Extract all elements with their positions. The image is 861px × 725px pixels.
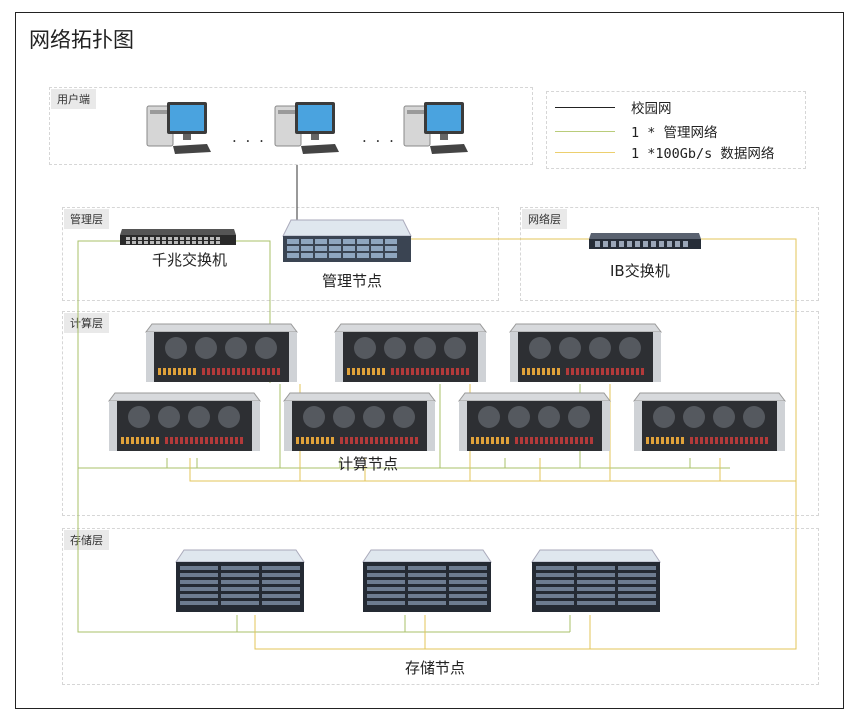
ellipsis-2: · · · [362,132,396,150]
storage-array-icon [531,549,661,612]
legend-line-campus [555,106,615,108]
label-mgmt-node: 管理节点 [322,272,383,290]
storage-array-icon [175,549,305,612]
legend-label-campus: 校园网 [631,101,672,117]
zone-network [520,207,819,301]
legend-item-data: 1 *100Gb/s 数据网络 [555,142,774,162]
gpu-server-icon [458,392,611,451]
zone-mgmt [62,207,499,301]
diagram-title: 网络拓扑图 [29,28,134,52]
rack-server-icon [282,219,412,262]
gpu-server-icon [108,392,261,451]
label-gigabit-switch: 千兆交换机 [152,251,228,269]
zone-label-network: 网络层 [522,209,567,229]
ib-switch-icon [589,233,701,249]
ethernet-switch-icon [120,229,236,245]
ellipsis-1: · · · [232,132,266,150]
zone-label-mgmt: 管理层 [64,209,109,229]
legend-label-management: 1 * 管理网络 [631,125,718,141]
storage-array-icon [362,549,492,612]
gpu-server-icon [509,323,662,382]
legend-line-management [555,130,615,132]
legend-item-management: 1 * 管理网络 [555,121,718,141]
label-ib-switch: IB交换机 [610,262,670,280]
gpu-server-icon [283,392,436,451]
desktop-pc-icon [146,102,211,154]
gpu-server-icon [633,392,786,451]
legend-line-data [555,151,615,153]
zone-storage [62,528,819,685]
zone-user [49,87,533,165]
legend: 校园网 1 * 管理网络 1 *100Gb/s 数据网络 [546,91,806,169]
desktop-pc-icon [403,102,468,154]
zone-compute [62,311,819,516]
gpu-server-icon [145,323,298,382]
label-compute-nodes: 计算节点 [338,455,399,473]
diagram-frame [15,12,844,709]
desktop-pc-icon [274,102,339,154]
label-storage-nodes: 存储节点 [405,659,466,677]
gpu-server-icon [334,323,487,382]
legend-item-campus: 校园网 [555,97,672,117]
data-network-lines [189,238,797,650]
legend-label-data: 1 *100Gb/s 数据网络 [631,146,775,162]
zone-label-user: 用户端 [51,89,96,109]
